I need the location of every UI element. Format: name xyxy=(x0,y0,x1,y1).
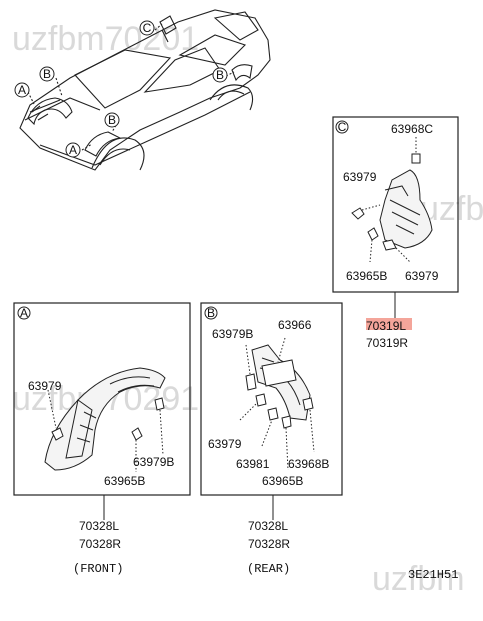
car-callout-c: C xyxy=(139,20,155,36)
panel-c-part-63979-left: 63979 xyxy=(343,170,377,184)
car-callout-b-2: B xyxy=(104,112,120,128)
panel-b-part-63979: 63979 xyxy=(208,437,242,451)
panel-c-part-63968c: 63968C xyxy=(391,122,433,136)
svg-text:B: B xyxy=(108,113,116,127)
panel-c-assembly-left: 70319L xyxy=(366,319,406,333)
panel-a-part-63979: 63979 xyxy=(28,379,62,393)
car-callout-b-3: B xyxy=(212,67,228,83)
svg-text:A: A xyxy=(69,143,77,157)
panel-a-assembly-left: 70328L xyxy=(79,519,119,533)
car-callout-b-1: B xyxy=(39,66,55,82)
panel-b-part-63966: 63966 xyxy=(278,318,312,332)
svg-text:B: B xyxy=(43,67,51,81)
panel-a-caption: (FRONT) xyxy=(73,562,123,576)
panel-c: C 63968C 63979 63965B 63979 70319L 703 xyxy=(332,116,459,350)
panel-b-part-63981: 63981 xyxy=(236,457,270,471)
panel-a-letter: A xyxy=(20,306,28,320)
assembly-highlight xyxy=(366,318,412,330)
panel-c-part-63979-right: 63979 xyxy=(405,269,439,283)
panel-a-part-63965b: 63965B xyxy=(104,474,145,488)
panel-a: A 63979 63979B 63965B 70328L 70328R (FRO… xyxy=(13,302,191,576)
panel-b-caption: (REAR) xyxy=(247,562,290,576)
svg-text:C: C xyxy=(143,21,152,35)
panel-b-assembly-right: 70328R xyxy=(248,537,290,551)
panel-b-letter: B xyxy=(207,306,215,320)
diagram-code: 3E21H51 xyxy=(408,568,458,582)
panel-b-part-63968b: 63968B xyxy=(288,457,329,471)
panel-a-part-63979b: 63979B xyxy=(133,455,174,469)
panel-b-assembly-left: 70328L xyxy=(248,519,288,533)
watermark-top: uzfbm70201 xyxy=(12,20,199,58)
panel-c-assembly-right: 70319R xyxy=(366,336,408,350)
panel-b: B 63979B 63966 63979 6398 xyxy=(200,302,343,576)
car-callout-a-1: A xyxy=(14,82,30,98)
panel-c-part-63965b: 63965B xyxy=(346,269,387,283)
panel-b-part-63979b: 63979B xyxy=(212,327,253,341)
svg-text:A: A xyxy=(18,83,26,97)
panel-a-assembly-right: 70328R xyxy=(79,537,121,551)
car-illustration xyxy=(19,9,271,171)
panel-c-letter: C xyxy=(338,120,347,134)
panel-b-part-63965b: 63965B xyxy=(262,474,303,488)
car-callout-a-2: A xyxy=(65,142,81,158)
watermark-bottom: uzfbm xyxy=(372,560,465,598)
svg-text:B: B xyxy=(216,68,224,82)
